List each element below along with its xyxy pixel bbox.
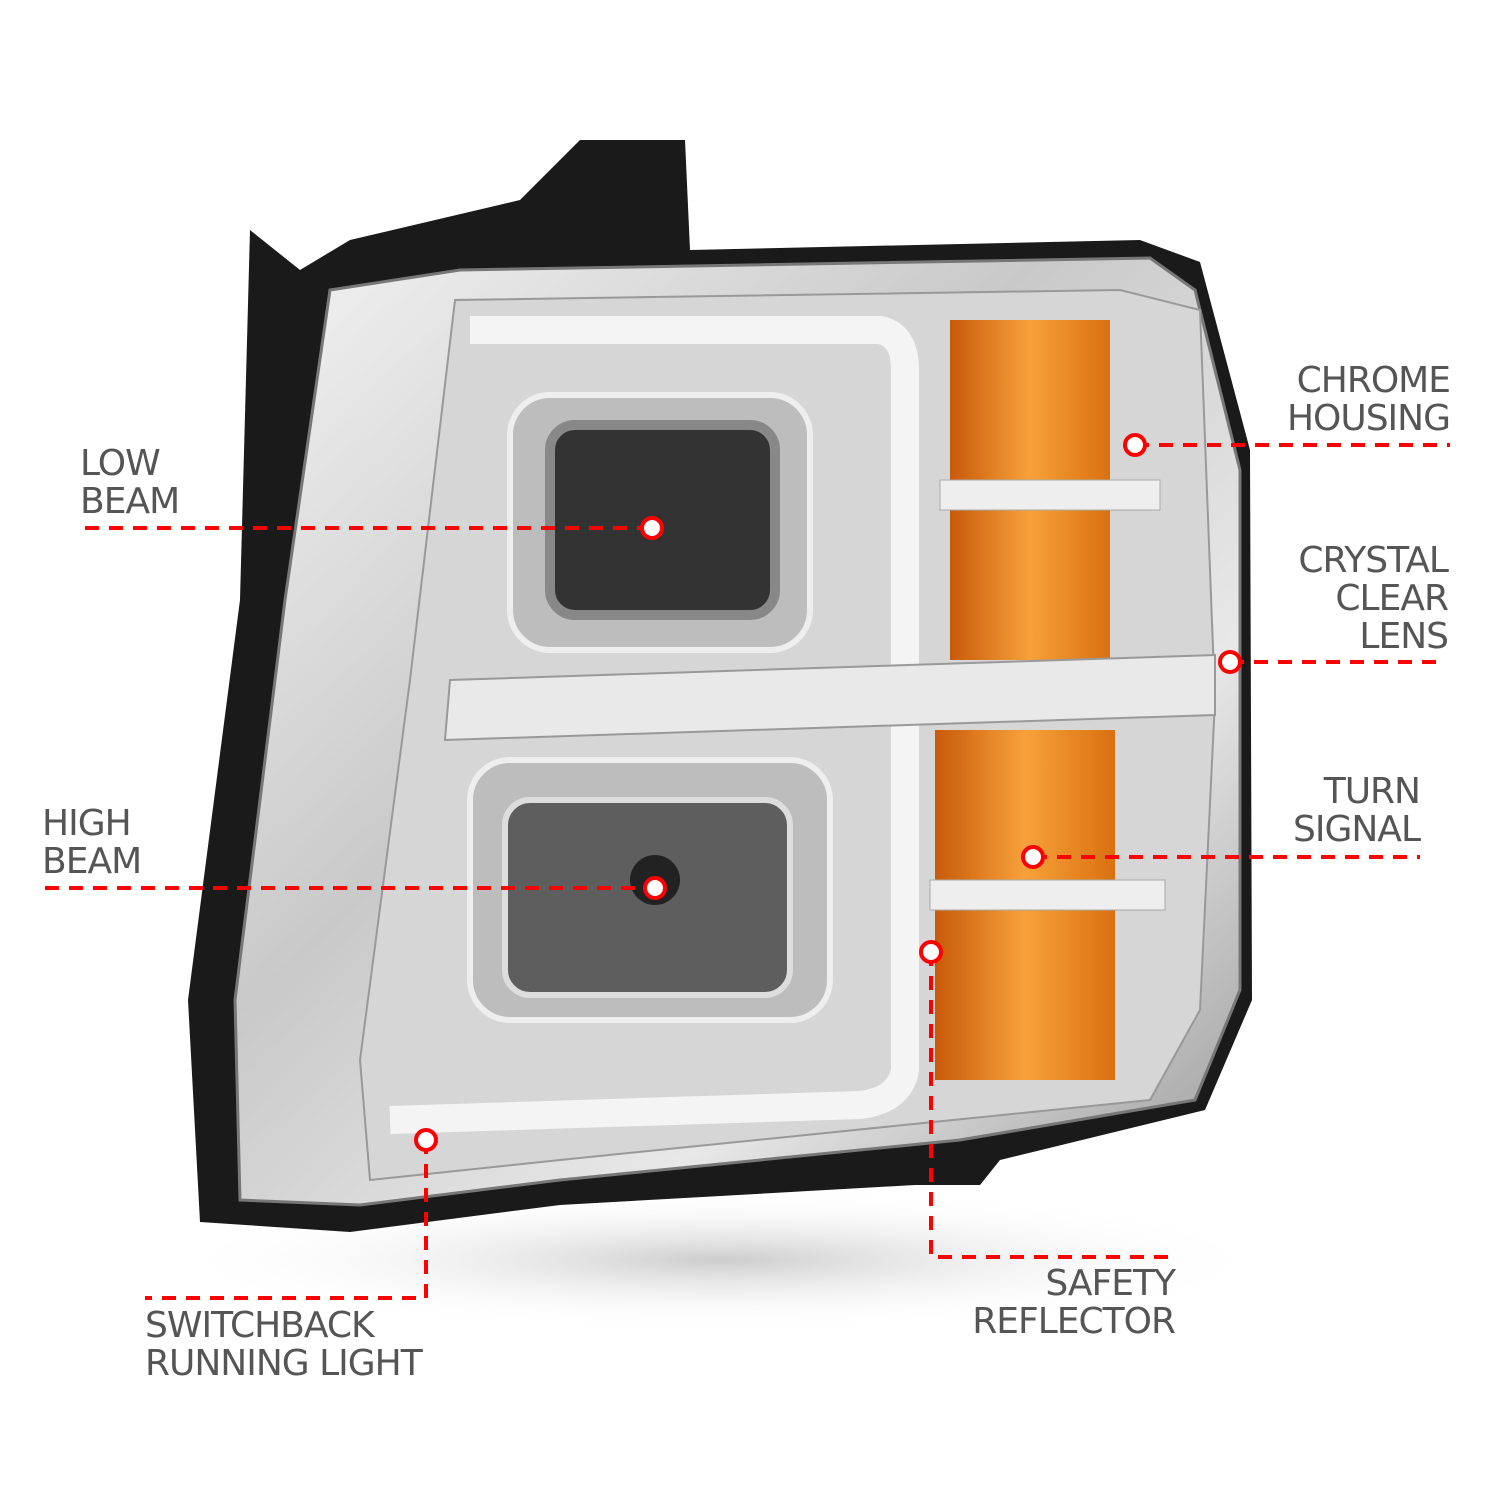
chrome-housing-label: CHROME HOUSING <box>1286 360 1451 439</box>
turn-signal-label: TURN SIGNAL <box>1293 771 1421 850</box>
label-line: BEAM <box>42 841 142 882</box>
label-line: SAFETY <box>1045 1263 1176 1304</box>
high-beam-label: HIGH BEAM <box>42 803 142 882</box>
low-beam-projector-lens <box>545 420 780 620</box>
label-line: HOUSING <box>1286 398 1451 439</box>
label-line: HIGH <box>42 803 132 844</box>
crystal-clear-lens-dot <box>1218 650 1242 674</box>
chrome-crossbar <box>443 653 1216 742</box>
switchback-running-light-label: SWITCHBACK RUNNING LIGHT <box>145 1305 423 1384</box>
label-line: REFLECTOR <box>972 1301 1176 1342</box>
label-line: SWITCHBACK <box>145 1305 375 1346</box>
floor-shadow <box>160 1190 1280 1330</box>
switchback-dot <box>414 1128 438 1152</box>
callout-dots <box>414 433 1242 1152</box>
label-line: LENS <box>1359 616 1449 657</box>
safety-reflector-line <box>929 952 1175 1259</box>
callout-lines <box>45 443 1450 1300</box>
chrome-housing-dot <box>1123 433 1147 457</box>
amber-divider <box>929 879 1166 911</box>
low-beam-label: LOW BEAM <box>80 443 180 522</box>
switchback-line <box>145 1140 428 1300</box>
turn-signal-dot <box>1021 845 1045 869</box>
high-beam-dot <box>643 876 667 900</box>
crystal-clear-lens-label: CRYSTAL CLEAR LENS <box>1298 540 1449 657</box>
label-line: TURN <box>1323 771 1421 812</box>
amber-divider <box>939 479 1161 511</box>
label-line: BEAM <box>80 481 180 522</box>
label-line: RUNNING LIGHT <box>145 1343 423 1384</box>
switchback-light-bar <box>389 316 919 1134</box>
label-line: CHROME <box>1296 360 1451 401</box>
label-line: CRYSTAL <box>1298 540 1449 581</box>
safety-reflector-dot <box>919 940 943 964</box>
low-beam-dot <box>640 516 664 540</box>
label-line: CLEAR <box>1335 578 1449 619</box>
label-line: SIGNAL <box>1293 809 1421 850</box>
label-line: LOW <box>80 443 161 484</box>
safety-reflector-label: SAFETY REFLECTOR <box>972 1263 1176 1342</box>
